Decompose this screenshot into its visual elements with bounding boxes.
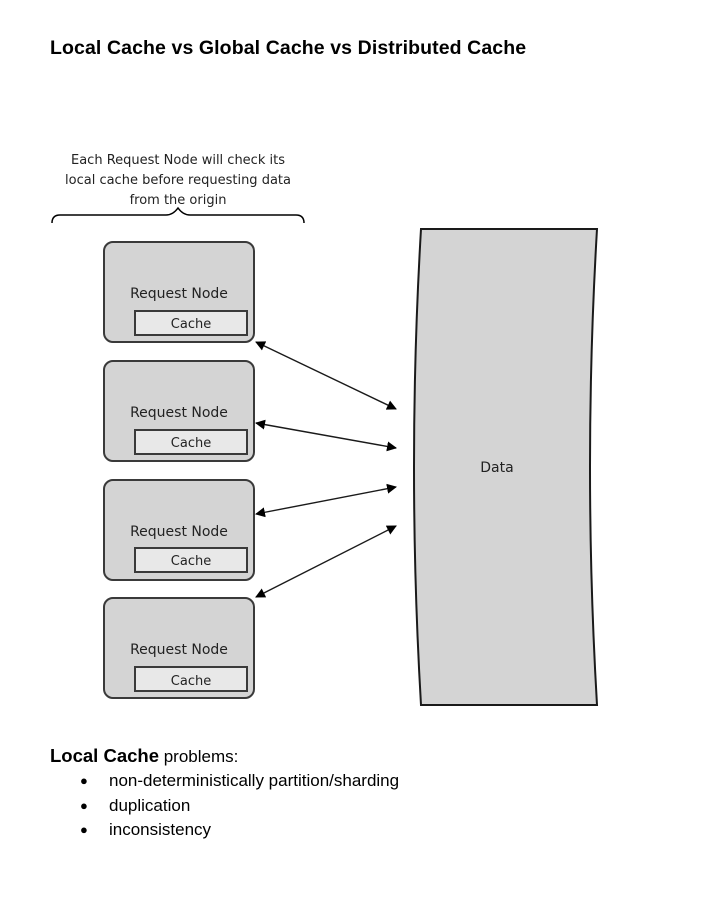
data-store-shape: [413, 228, 599, 706]
connection-arrow-2: [255, 419, 397, 452]
problems-heading: Local Cache problems:: [50, 744, 399, 769]
problems-heading-rest: problems:: [159, 747, 239, 766]
annotation-line-3: from the origin: [130, 193, 227, 208]
request-node-label: Request Node: [130, 405, 228, 421]
cache-box: [134, 666, 248, 692]
list-item: ● duplication: [50, 794, 399, 819]
cache-label: Cache: [171, 436, 211, 451]
data-store-label: Data: [480, 460, 513, 476]
request-node-label: Request Node: [130, 286, 228, 302]
problems-heading-strong: Local Cache: [50, 745, 159, 766]
request-node-3: Request Node Cache: [103, 479, 255, 581]
request-node-1: Request Node Cache: [103, 241, 255, 343]
connection-arrow-1: [255, 341, 397, 410]
cache-box: [134, 429, 248, 455]
list-item-text: duplication: [109, 795, 191, 815]
annotation-line-1: Each Request Node will check its: [71, 153, 285, 168]
list-item-text: inconsistency: [109, 820, 212, 839]
cache-label: Cache: [171, 554, 211, 569]
request-node-2: Request Node Cache: [103, 360, 255, 462]
annotation-line-2: local cache before requesting data: [65, 173, 291, 188]
connection-arrow-3: [255, 483, 397, 518]
request-node-label: Request Node: [130, 524, 228, 540]
local-cache-problems-section: Local Cache problems: ● non-deterministic…: [50, 744, 399, 843]
problems-list: ● non-deterministically partition/shardin…: [50, 769, 399, 843]
cache-box: [134, 547, 248, 573]
request-node-label: Request Node: [130, 642, 228, 658]
cache-label: Cache: [171, 317, 211, 332]
bullet-icon: ●: [80, 797, 88, 813]
bullet-icon: ●: [80, 822, 88, 837]
list-item: ● non-deterministically partition/shardin…: [50, 769, 399, 794]
list-item-text: non-deterministically partition/sharding: [109, 771, 400, 790]
bullet-icon: ●: [80, 773, 88, 788]
annotation-brace: [51, 206, 305, 224]
request-node-4: Request Node Cache: [103, 597, 255, 699]
cache-label: Cache: [171, 674, 211, 689]
cache-box: [134, 310, 248, 336]
connection-arrow-4: [255, 525, 397, 598]
list-item: ● inconsistency: [50, 818, 399, 843]
document-title: Local Cache vs Global Cache vs Distribut…: [50, 37, 527, 59]
